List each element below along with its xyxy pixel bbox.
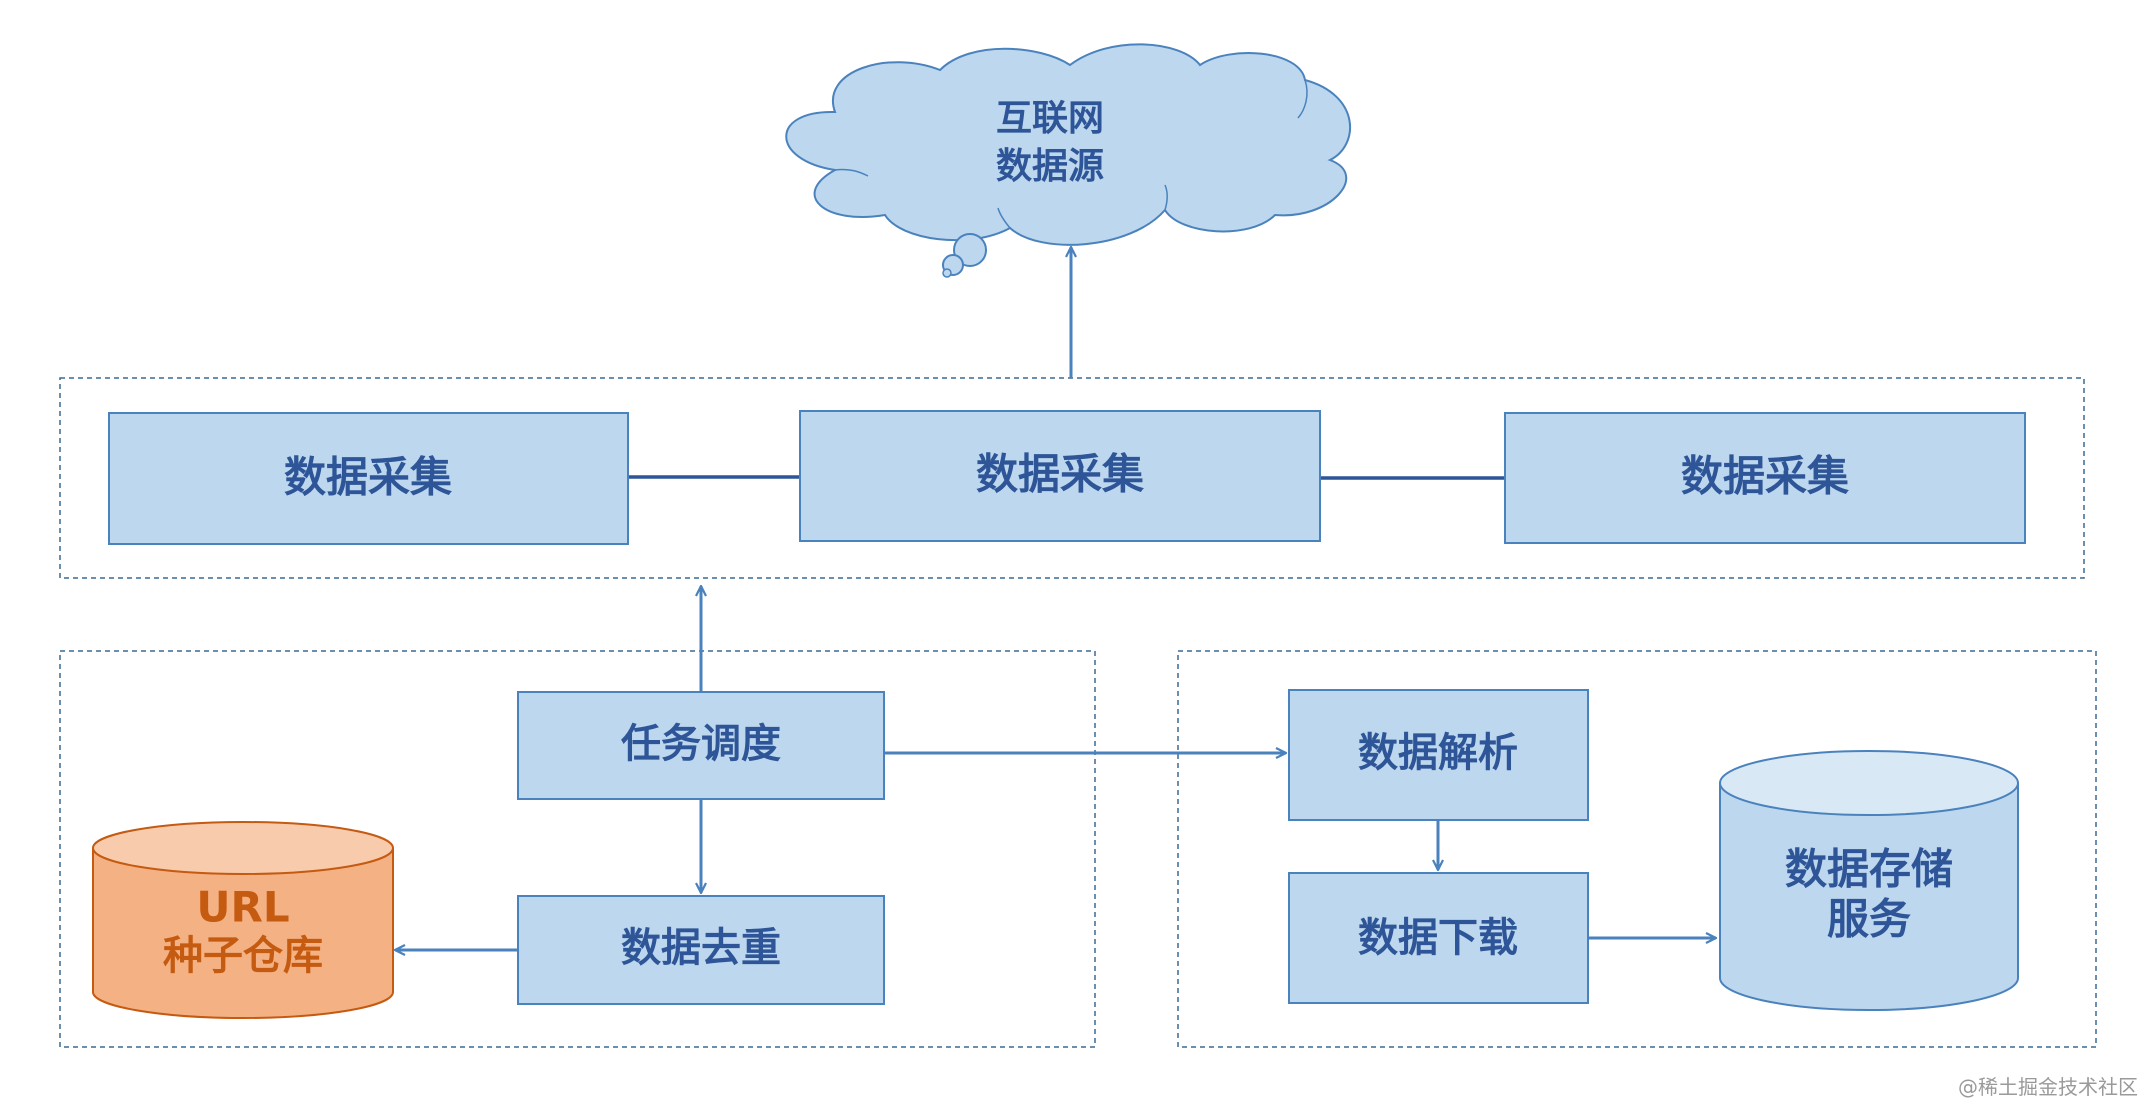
cloud-label-line2: 数据源 bbox=[996, 146, 1104, 187]
cloud-label-line1: 互联网 bbox=[996, 98, 1104, 139]
cloud-bubble-large bbox=[953, 233, 987, 267]
storage-label-line1: 数据存储 bbox=[1785, 845, 1953, 894]
internet-cloud: 互联网 数据源 bbox=[785, 43, 1352, 278]
watermark: @稀土掘金技术社区 bbox=[1958, 1075, 2138, 1099]
download-box: 数据下载 bbox=[1288, 872, 1589, 1004]
collection-node-1: 数据采集 bbox=[108, 412, 629, 545]
collection-node-1-label: 数据采集 bbox=[284, 453, 452, 502]
processing-group bbox=[1177, 650, 2097, 1048]
parse-label: 数据解析 bbox=[1358, 730, 1518, 776]
scheduler-group bbox=[59, 650, 1096, 1048]
collection-node-3: 数据采集 bbox=[1504, 412, 2026, 544]
download-label: 数据下载 bbox=[1358, 915, 1518, 961]
url-store-label-line1: URL bbox=[196, 883, 289, 932]
collection-node-3-label: 数据采集 bbox=[1681, 452, 1849, 501]
cloud-bubble-small bbox=[942, 268, 952, 278]
dedup-label: 数据去重 bbox=[621, 925, 781, 971]
parse-box: 数据解析 bbox=[1288, 689, 1589, 821]
url-seed-store-cylinder: URL 种子仓库 bbox=[92, 821, 394, 1019]
dedup-box: 数据去重 bbox=[517, 895, 885, 1005]
storage-service-cylinder: 数据存储 服务 bbox=[1719, 750, 2019, 1011]
cloud-shape bbox=[785, 43, 1352, 246]
task-dispatch-box: 任务调度 bbox=[517, 691, 885, 800]
storage-label-line2: 服务 bbox=[1827, 895, 1911, 944]
collection-node-2-label: 数据采集 bbox=[976, 450, 1144, 499]
task-dispatch-label: 任务调度 bbox=[621, 721, 781, 767]
url-store-label-line2: 种子仓库 bbox=[163, 933, 323, 979]
collection-node-2: 数据采集 bbox=[799, 410, 1321, 542]
